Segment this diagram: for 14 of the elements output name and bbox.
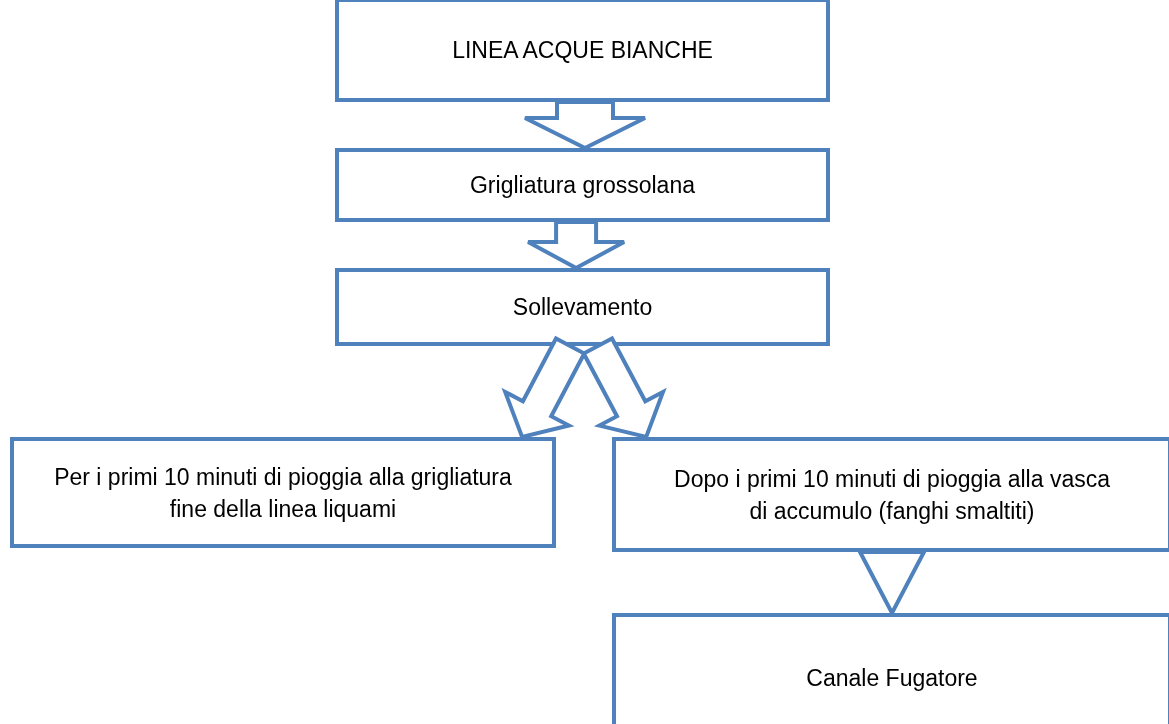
block-arrow [581, 335, 667, 440]
process-box [335, 0, 830, 102]
block-arrow [501, 335, 587, 440]
process-box [335, 268, 830, 346]
box-text: Grigliatura grossolana [470, 171, 695, 200]
box-text: Dopo i primi 10 minuti di pioggia alla vasca di accumulo (fanghi smaltiti) [673, 464, 1111, 526]
box-text: Canale Fugatore [806, 664, 978, 693]
box-text: Per i primi 10 minuti di pioggia alla grigliatura fine della linea liquami [53, 462, 513, 524]
process-box [335, 148, 830, 222]
block-arrow [526, 220, 627, 271]
box-text: Sollevamento [512, 293, 653, 322]
box-text: LINEA ACQUE BIANCHE [452, 36, 713, 65]
process-box [10, 437, 556, 548]
block-arrow [523, 100, 647, 151]
